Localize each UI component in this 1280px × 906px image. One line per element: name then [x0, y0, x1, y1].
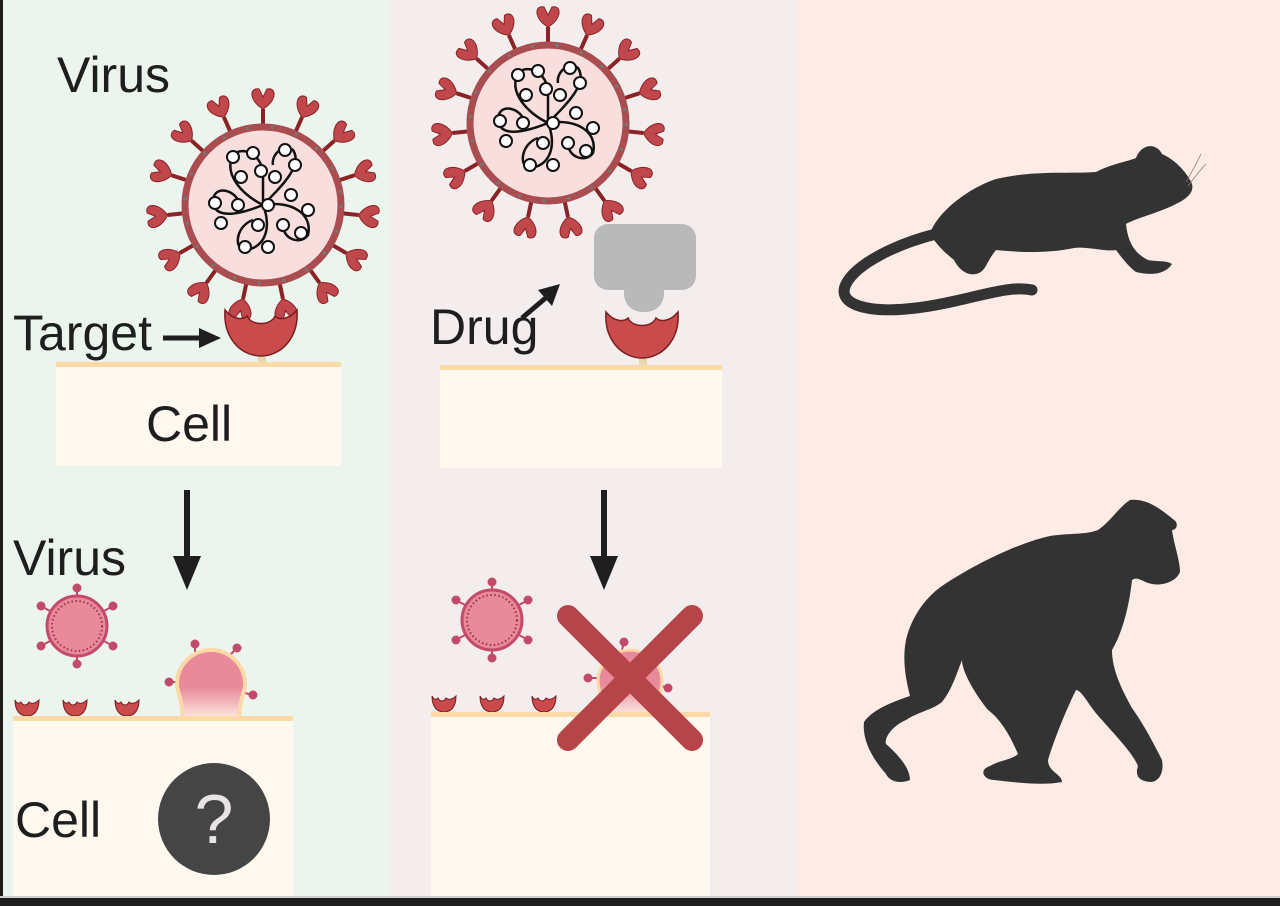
target-label: Target [13, 305, 152, 361]
fusing-virus-icon [164, 639, 258, 726]
cell-label-top: Cell [146, 396, 233, 452]
small-virus-icon [451, 577, 533, 663]
cell-top [440, 365, 722, 468]
coronavirus-icon [429, 4, 667, 241]
panel-animal-models [796, 0, 1280, 896]
receptor-icon [224, 308, 298, 368]
arrow-diagonal-icon [520, 284, 560, 320]
receptor-row-icon [431, 694, 557, 713]
chimpanzee-silhouette-icon [863, 499, 1180, 784]
cell-top: Cell [56, 362, 341, 466]
drug-label: Drug [430, 299, 539, 355]
receptor-icon [605, 310, 679, 370]
arrow-down-icon [590, 490, 618, 590]
arrow-right-icon [163, 328, 221, 348]
arrow-down-icon [173, 490, 201, 590]
coronavirus-icon [146, 88, 380, 321]
virus-label-top: Virus [57, 47, 171, 103]
cell-bottom: Cell ? [13, 716, 293, 896]
block-x-icon [557, 605, 703, 751]
mouse-silhouette-icon [838, 146, 1207, 316]
panel-drug: Drug [390, 0, 796, 896]
receptor-row-icon [14, 698, 140, 717]
drug-molecule-icon [594, 224, 696, 312]
cell-label-bottom: Cell [15, 792, 102, 848]
small-virus-icon [36, 583, 118, 669]
bottom-border [0, 896, 1280, 906]
panel-infection: Virus [0, 0, 390, 896]
question-badge: ? [158, 763, 270, 875]
virus-label-bottom: Virus [13, 530, 127, 586]
question-mark-icon: ? [194, 780, 234, 858]
